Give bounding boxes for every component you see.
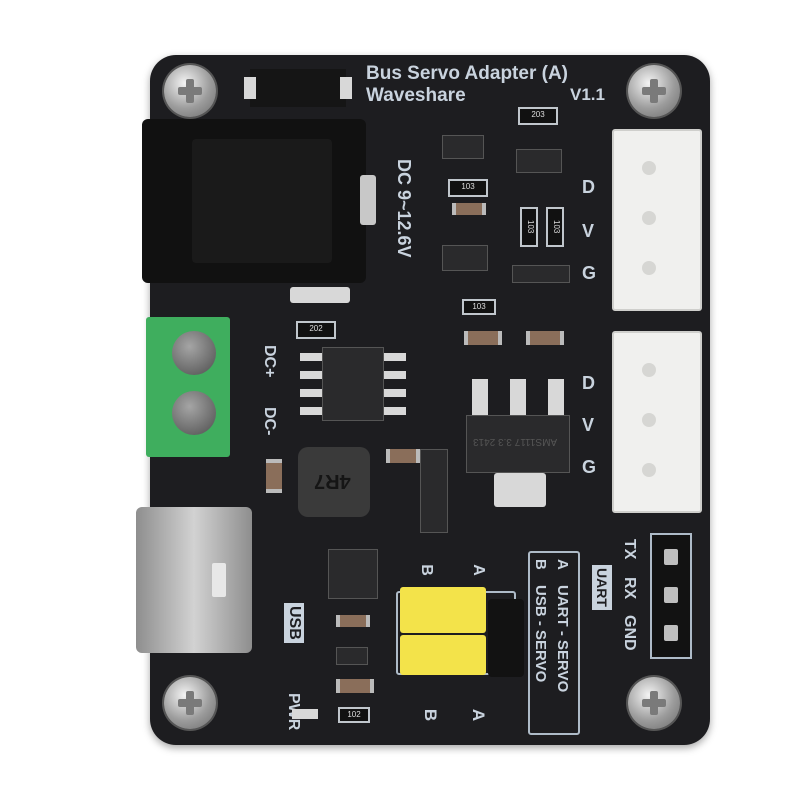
capacitor-3 <box>526 331 564 345</box>
resistor-103-c: 103 <box>546 207 564 247</box>
uart-label: UART <box>592 565 612 610</box>
resistor-103-b: 103 <box>520 207 538 247</box>
mounting-screw-top-right <box>628 65 680 117</box>
terminal-minus-label: DC- <box>261 407 278 436</box>
servo-port-1-d: D <box>582 177 595 197</box>
servo-port-2-g: G <box>582 457 597 477</box>
inductor-4r7: 4R7 <box>298 447 370 517</box>
resistor-103-a: 103 <box>448 179 488 197</box>
jumper-header <box>488 599 524 677</box>
servo-port-1[interactable] <box>612 129 702 311</box>
pad-array <box>420 449 448 533</box>
capacitor-2 <box>464 331 502 345</box>
resistor-202: 202 <box>296 321 336 339</box>
brand-label: Waveshare <box>366 85 466 106</box>
capacitor-4 <box>336 615 370 627</box>
dc-input-label: DC 9~12.6V <box>394 159 414 258</box>
jumper-b-label: B <box>421 708 441 722</box>
version-label: V1.1 <box>570 85 605 104</box>
mode-b-label: B <box>532 559 549 570</box>
mode-a-label: A <box>554 559 571 570</box>
uart-tx-label: TX <box>621 539 638 560</box>
pcb-board: Bus Servo Adapter (A) Waveshare V1.1 DC … <box>136 55 710 745</box>
uart-gnd-label: GND <box>621 615 638 651</box>
capacitor-7 <box>386 449 420 463</box>
usb-label: USB <box>284 603 304 643</box>
jumper-a-label: A <box>469 708 489 722</box>
diode-small <box>512 265 570 283</box>
ic-sot23-4 <box>336 647 368 665</box>
mounting-screw-bottom-right <box>628 677 680 729</box>
diode <box>244 69 352 107</box>
resistor-102: 102 <box>338 707 370 723</box>
servo-port-1-g: G <box>582 263 597 283</box>
capacitor-6 <box>266 459 282 493</box>
servo-port-2[interactable] <box>612 331 702 513</box>
ic-soic8 <box>322 347 384 421</box>
dc-barrel-jack <box>142 119 376 283</box>
mode-table <box>528 551 580 735</box>
mounting-screw-bottom-left <box>164 677 216 729</box>
servo-port-2-v: V <box>582 415 595 435</box>
mode-a-desc: UART - SERVO <box>554 585 571 693</box>
terminal-plus-label: DC+ <box>261 345 278 378</box>
jumper-top-b: B <box>417 564 435 576</box>
jumper-block-1[interactable] <box>400 587 486 633</box>
ic-sot23-1 <box>442 135 484 159</box>
pwr-led <box>292 709 318 719</box>
capacitor-1 <box>452 203 486 215</box>
mounting-screw-top-left <box>164 65 216 117</box>
servo-port-2-d: D <box>582 373 595 393</box>
resistor-203: 203 <box>518 107 558 125</box>
uart-rx-label: RX <box>621 577 638 600</box>
ic-qfn <box>328 549 378 599</box>
mode-b-desc: USB - SERVO <box>532 585 549 683</box>
ic-sot23-2 <box>442 245 488 271</box>
product-title: Bus Servo Adapter (A) <box>366 63 568 84</box>
usb-c-port[interactable] <box>136 507 252 653</box>
resistor-103-d: 103 <box>462 299 496 315</box>
capacitor-5 <box>336 679 374 693</box>
ic-sot23-3 <box>516 149 562 173</box>
screw-terminal[interactable] <box>146 317 230 457</box>
jumper-block-2[interactable] <box>400 635 486 675</box>
servo-port-1-v: V <box>582 221 595 241</box>
uart-header[interactable] <box>650 533 692 659</box>
regulator-ams1117: AMS1117 3.3 2413 <box>466 415 570 473</box>
jumper-top-a: A <box>469 564 487 576</box>
dc-jack-pin <box>290 287 350 303</box>
